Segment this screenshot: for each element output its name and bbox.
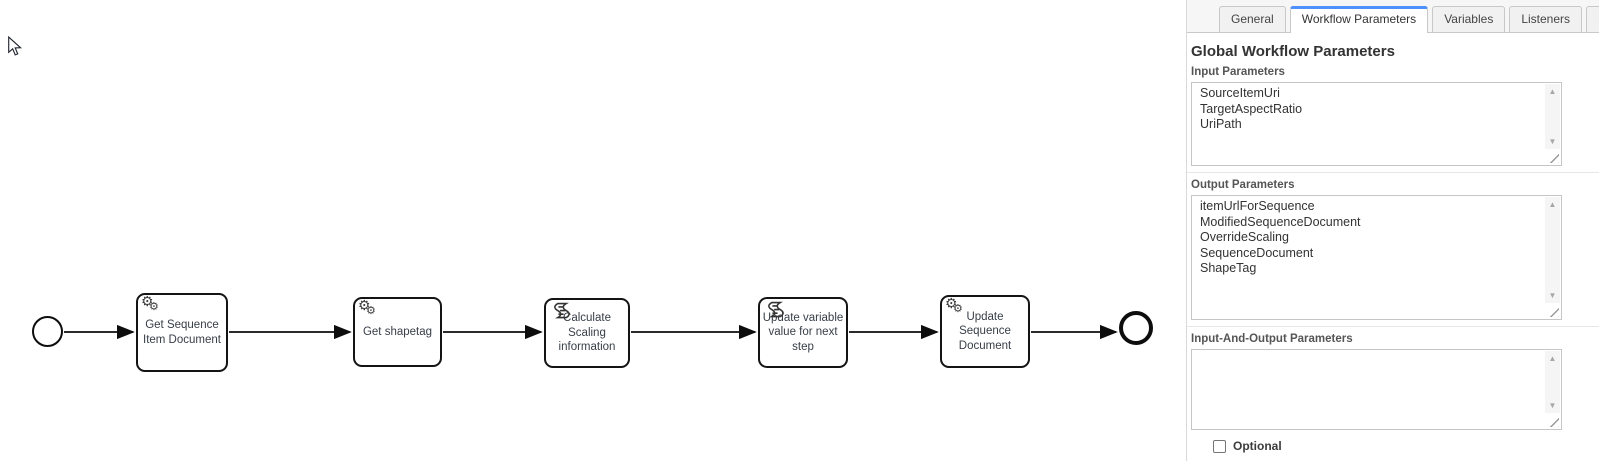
tab-workflow-parameters[interactable]: Workflow Parameters (1289, 6, 1429, 33)
scrollbar[interactable]: ▲ ▼ (1545, 84, 1560, 149)
panel-tab-strip: General Workflow Parameters Variables Li… (1187, 0, 1599, 33)
parameter-list (1192, 350, 1561, 356)
task-update-sequence-document[interactable]: ⚙⚙ Update Sequence Document (940, 295, 1030, 368)
input-parameters-listbox[interactable]: SourceItemUri TargetAspectRatio UriPath … (1191, 82, 1562, 166)
section-divider (1187, 172, 1599, 173)
service-gears-icon: ⚙⚙ (141, 293, 159, 313)
parameter-list: itemUrlForSequence ModifiedSequenceDocum… (1192, 196, 1561, 280)
task-get-sequence-item-document[interactable]: ⚙⚙ Get Sequence Item Document (136, 293, 228, 372)
tab-variables[interactable]: Variables (1432, 6, 1506, 32)
mouse-cursor-icon (8, 36, 23, 56)
section-divider (1187, 326, 1599, 327)
task-label: Calculate Scaling information (558, 312, 616, 354)
service-gears-icon: ⚙⚙ (358, 297, 376, 317)
resize-grip-icon[interactable] (1548, 416, 1559, 427)
parameter-item[interactable]: ModifiedSequenceDocument (1200, 214, 1361, 229)
parameter-item[interactable]: SourceItemUri (1200, 86, 1280, 100)
diagram-canvas[interactable]: ⚙⚙ Get Sequence Item Document ⚙⚙ Get sha… (0, 0, 1186, 461)
panel-content: Global Workflow Parameters Input Paramet… (1187, 43, 1599, 453)
parameter-item[interactable]: UriPath (1200, 117, 1242, 131)
sequence-flows (64, 324, 1118, 340)
input-and-output-parameters-listbox[interactable]: ▲ ▼ (1191, 349, 1562, 430)
scroll-down-icon[interactable]: ▼ (1548, 401, 1557, 410)
scroll-up-icon[interactable]: ▲ (1548, 200, 1557, 209)
parameter-list: SourceItemUri TargetAspectRatio UriPath (1192, 83, 1561, 136)
tab-listeners[interactable]: Listeners (1509, 6, 1583, 32)
scroll-up-icon[interactable]: ▲ (1548, 354, 1557, 363)
panel-heading: Global Workflow Parameters (1191, 43, 1395, 60)
service-gears-icon: ⚙⚙ (945, 295, 963, 315)
scroll-down-icon[interactable]: ▼ (1548, 137, 1557, 146)
task-label: Get Sequence Item Document (143, 319, 221, 346)
scroll-down-icon[interactable]: ▼ (1548, 291, 1557, 300)
start-event[interactable] (32, 316, 63, 347)
parameter-item[interactable]: TargetAspectRatio (1200, 101, 1303, 116)
scrollbar[interactable]: ▲ ▼ (1545, 351, 1560, 413)
resize-grip-icon[interactable] (1548, 306, 1559, 317)
task-label: Get shapetag (362, 325, 433, 338)
tab-general[interactable]: General (1219, 6, 1286, 32)
parameter-item[interactable]: ShapeTag (1200, 261, 1257, 275)
parameter-item[interactable]: itemUrlForSequence (1200, 199, 1315, 213)
output-parameters-listbox[interactable]: itemUrlForSequence ModifiedSequenceDocum… (1191, 195, 1562, 320)
optional-checkbox-label: Optional (1233, 439, 1282, 453)
scrollbar[interactable]: ▲ ▼ (1545, 197, 1560, 303)
script-icon (768, 301, 784, 318)
parameter-item[interactable]: SequenceDocument (1200, 245, 1314, 260)
input-and-output-parameters-label: Input-And-Output Parameters (1191, 333, 1353, 345)
task-calculate-scaling-information[interactable]: Calculate Scaling information (544, 298, 630, 368)
output-parameters-label: Output Parameters (1191, 179, 1295, 191)
script-icon (554, 302, 570, 319)
task-label: Update Sequence Document (958, 310, 1012, 352)
properties-panel: General Workflow Parameters Variables Li… (1186, 0, 1599, 461)
end-event[interactable] (1119, 311, 1153, 345)
scroll-up-icon[interactable]: ▲ (1548, 87, 1557, 96)
resize-grip-icon[interactable] (1548, 152, 1559, 163)
optional-checkbox[interactable] (1213, 439, 1226, 453)
task-label: Update variable value for next step (762, 311, 844, 353)
task-get-shapetag[interactable]: ⚙⚙ Get shapetag (353, 297, 442, 367)
task-update-variable-value[interactable]: Update variable value for next step (758, 297, 848, 368)
input-parameters-label: Input Parameters (1191, 66, 1285, 78)
parameter-item[interactable]: OverrideScaling (1200, 230, 1289, 244)
tab-extensions[interactable]: Extensions (1586, 6, 1599, 32)
optional-row: Optional (1213, 439, 1599, 453)
